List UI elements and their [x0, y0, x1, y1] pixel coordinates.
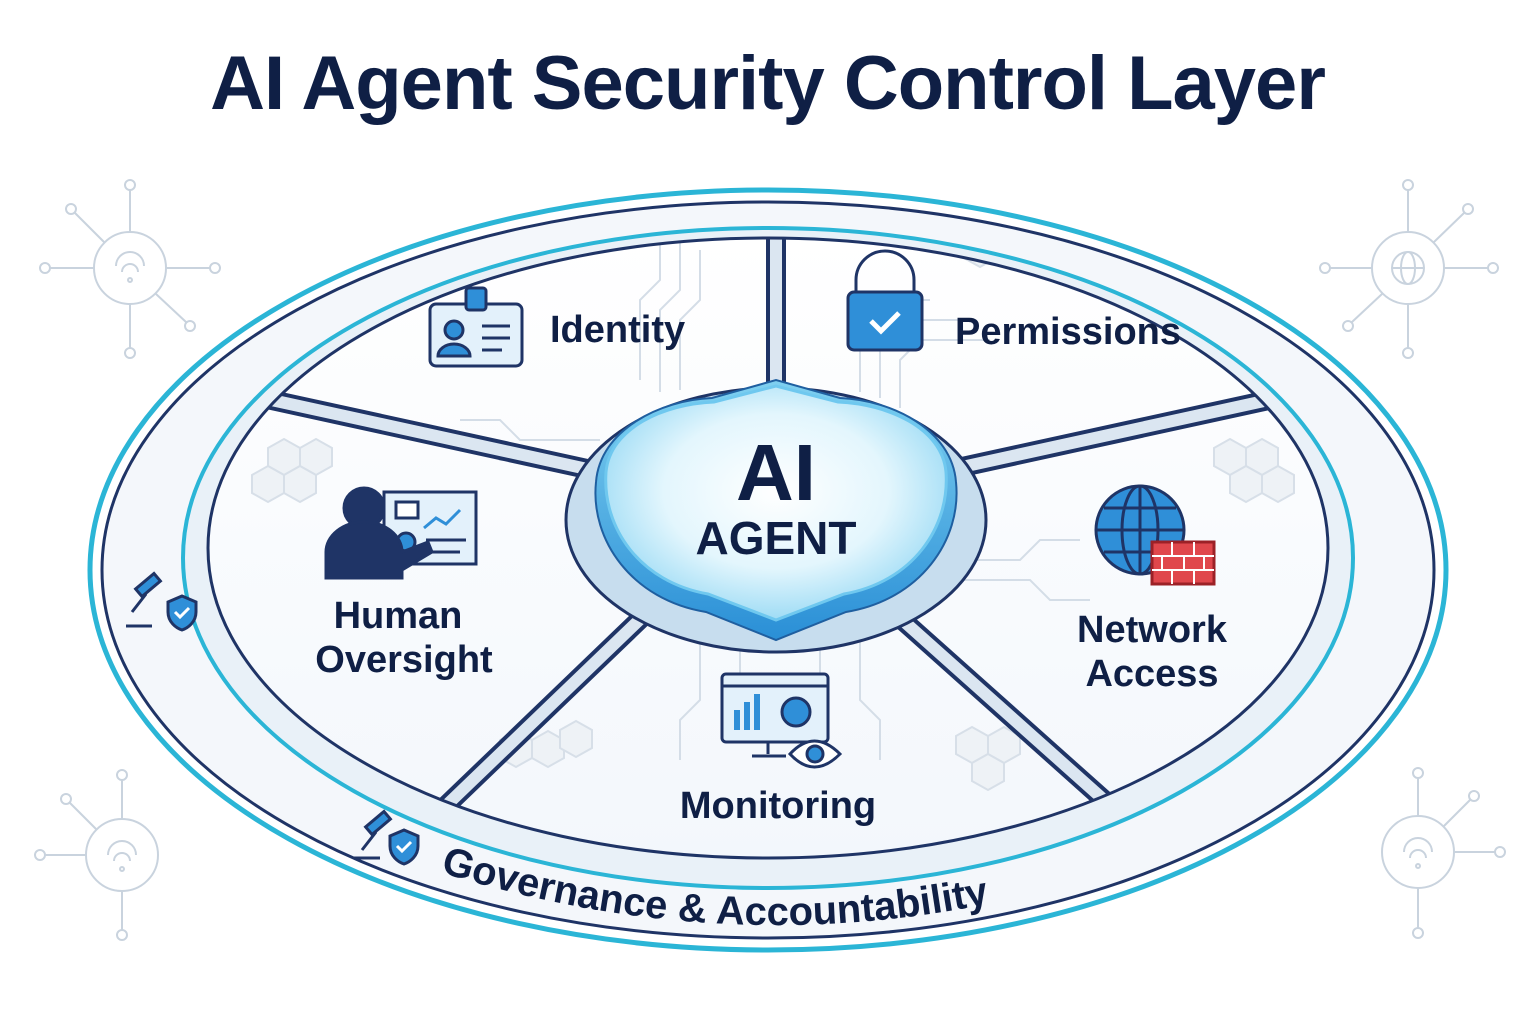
padlock-check-icon [846, 249, 924, 352]
segment-human-oversight: Human Oversight [315, 486, 493, 681]
segment-label-monitoring: Monitoring [680, 785, 876, 827]
segment-monitoring: Monitoring [680, 672, 876, 827]
network-node-top-right [1319, 179, 1499, 359]
network-node-bottom-right [1381, 767, 1506, 939]
core-label-line1: AI [736, 428, 816, 517]
network-node-bottom-left [34, 769, 159, 941]
segment-label-human-line1: Human [334, 595, 463, 637]
ai-agent-core: AI AGENT [564, 378, 988, 654]
segment-label-network-line2: Access [1085, 653, 1218, 695]
monitor-eye-icon [720, 672, 843, 769]
segment-identity: Identity [428, 286, 685, 368]
segment-label-permissions: Permissions [955, 311, 1181, 353]
segment-label-human-line2: Oversight [315, 639, 493, 681]
id-badge-icon [428, 286, 524, 368]
segment-label-identity: Identity [550, 309, 685, 351]
segment-permissions: Permissions [846, 249, 1181, 353]
network-node-top-left [39, 179, 221, 359]
person-dashboard-icon [324, 486, 478, 580]
segment-network-access: Network Access [1077, 484, 1228, 695]
segment-label-network-line1: Network [1077, 609, 1228, 651]
gavel-shield-icon [354, 809, 420, 866]
page-title: AI Agent Security Control Layer [210, 41, 1326, 126]
globe-firewall-icon [1094, 484, 1216, 586]
core-label-line2: AGENT [696, 512, 857, 564]
gavel-shield-icon [126, 571, 198, 632]
